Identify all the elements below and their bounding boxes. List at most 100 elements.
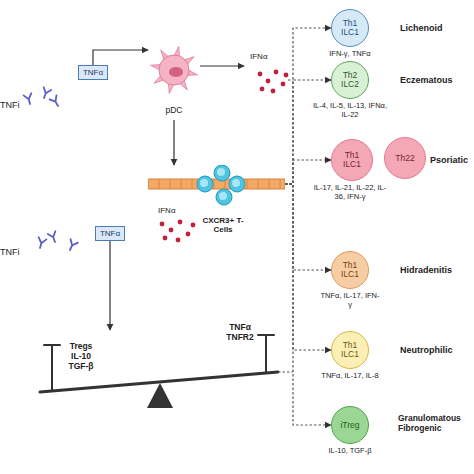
dashed-arrow xyxy=(285,184,331,270)
disease-label: Eczematous xyxy=(400,75,474,85)
t-cell-body xyxy=(229,176,245,192)
secretion-arrow xyxy=(200,65,244,66)
cytokine-dot xyxy=(163,236,168,241)
t-cell-nucleus xyxy=(217,168,225,176)
cytokine-dot xyxy=(178,220,183,225)
box-label: TNFα xyxy=(100,229,120,238)
dashed-link xyxy=(288,79,293,80)
cytokine-list: IL-17, IL-21, IL-22, IL-36, IFN-γ xyxy=(312,184,388,201)
cytokine-dots xyxy=(160,220,196,243)
endothelial-cell xyxy=(159,179,160,189)
endothelial-cell xyxy=(181,179,182,189)
cytokine-list: IL-4, IL-5, IL-13, IFNα, IL-22 xyxy=(310,102,390,119)
balance-fulcrum xyxy=(147,383,173,408)
t-cell xyxy=(216,189,232,205)
t-cell-body xyxy=(216,189,232,205)
cytokine-dot xyxy=(281,82,286,87)
cell-label: iTreg xyxy=(335,421,365,430)
t-cell-nucleus xyxy=(232,179,240,187)
endothelial-cell xyxy=(269,179,270,189)
endothelial-cell xyxy=(280,179,281,189)
t-cell-nucleus xyxy=(200,179,208,187)
cell-circle: Th1 ILC1 xyxy=(331,331,369,369)
cytokine-box: TNFα xyxy=(78,65,108,80)
balance-label: Tregs IL-10 TGF-β xyxy=(64,342,98,371)
cytokine-dot xyxy=(176,238,181,243)
cytokine-box: TNFα xyxy=(95,226,125,241)
balance-pan xyxy=(44,344,60,346)
dashed-arrow xyxy=(285,80,331,184)
endothelial-cell xyxy=(170,179,171,189)
cytokine-list: IFN-γ, TNFα xyxy=(305,50,395,59)
dashed-link xyxy=(278,371,293,372)
cytokine-dot xyxy=(258,72,263,77)
cytokine-dot xyxy=(160,222,165,227)
cell-circle: Th1 ILC1 xyxy=(331,9,369,47)
cytokine-dot xyxy=(191,223,196,228)
cell-label: Th1 ILC1 xyxy=(335,341,365,359)
endothelial-cell xyxy=(192,179,193,189)
t-cell xyxy=(214,165,230,181)
node-label: pDC xyxy=(148,105,200,115)
balance-label: TNFα TNFR2 xyxy=(222,323,258,343)
endothelial-cell xyxy=(247,179,248,189)
cytokine-dot xyxy=(284,73,289,78)
cell-circle: Th22 xyxy=(384,137,426,179)
cytokine-dot xyxy=(271,89,276,94)
cytokine-dot xyxy=(260,87,265,92)
cytokine-label: IFNα xyxy=(158,206,190,215)
cytokine-dots xyxy=(258,70,289,94)
cell-nucleus xyxy=(169,67,183,77)
t-cell xyxy=(229,176,245,192)
t-cell-nucleus xyxy=(219,192,227,200)
dashed-arrow xyxy=(285,28,331,184)
antibody-icon xyxy=(36,237,46,249)
cell-label: Th2 ILC2 xyxy=(335,71,365,89)
balance-scale xyxy=(40,335,278,408)
cell-circle: Th2 ILC2 xyxy=(331,61,369,99)
disease-label: Psoriatic xyxy=(430,155,474,165)
box-label: TNFα xyxy=(83,68,103,77)
antibody-icon xyxy=(24,93,34,105)
blood-vessel xyxy=(148,179,285,189)
antibody-icon xyxy=(50,95,62,108)
cytokine-list: TNFα, IL-17, IFN-γ xyxy=(320,292,380,309)
effect-arrow xyxy=(109,241,110,330)
disease-label: Hidradenitis xyxy=(400,265,474,275)
cell-circle: Th1 ILC1 xyxy=(331,139,373,181)
disease-label: Neutrophilic xyxy=(400,345,474,355)
balance-post xyxy=(51,345,53,391)
drug-label: TNFi xyxy=(0,247,26,257)
pdc-cell-outline xyxy=(148,42,200,104)
cytokine-label: IFNα xyxy=(250,52,282,61)
dashed-arrow xyxy=(285,184,331,350)
dashed-arrow xyxy=(285,184,331,425)
cell-label: Th1 ILC1 xyxy=(335,19,365,37)
disease-label: Lichenoid xyxy=(400,23,474,33)
cytokine-dot xyxy=(186,232,191,237)
endothelial-cell xyxy=(214,179,215,189)
cell-circle: iTreg xyxy=(331,406,369,444)
arrow-connector xyxy=(93,50,148,65)
cell-node: pDC xyxy=(148,42,200,120)
cell-body xyxy=(159,55,189,85)
t-cell xyxy=(197,176,213,192)
cytokine-list: IL-10, TGF-β xyxy=(305,447,395,456)
cell-circle: Th1 ILC1 xyxy=(331,251,369,289)
cell-label: Th1 ILC1 xyxy=(337,151,367,169)
cell-label: Th1 ILC1 xyxy=(335,261,365,279)
antibody-icon xyxy=(66,239,77,251)
vessel-node: CXCR3+ T-Cells xyxy=(148,165,285,239)
antibody-icon xyxy=(40,87,51,99)
cytokine-dot xyxy=(169,228,174,233)
arrow-connector xyxy=(173,120,174,165)
dashed-arrow xyxy=(285,160,331,184)
antibody-icon xyxy=(48,231,59,243)
node-label: CXCR3+ T-Cells xyxy=(200,217,246,235)
balance-post xyxy=(265,335,267,373)
t-cell-body xyxy=(197,176,213,192)
antibody-icon xyxy=(24,87,62,108)
drug-label: TNFi xyxy=(0,100,26,110)
